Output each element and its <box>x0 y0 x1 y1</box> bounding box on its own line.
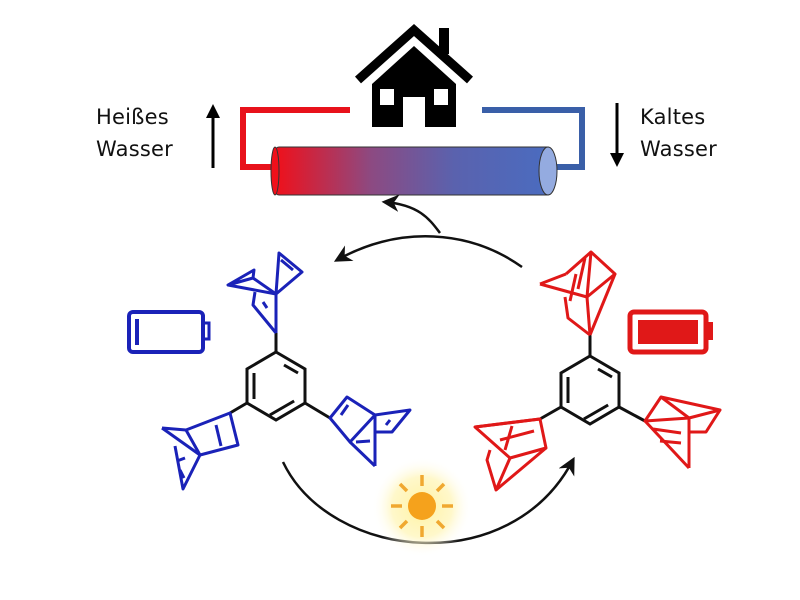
norbornadiene-left <box>161 411 240 491</box>
quadricyclane-left <box>473 417 548 492</box>
cold-pipe <box>482 107 585 170</box>
house-icon <box>355 23 473 127</box>
norbornadiene-right <box>328 395 412 468</box>
heat-to-tank-arrow <box>381 194 441 234</box>
sun-icon <box>372 457 472 557</box>
cold-water-label-line1: Kaltes <box>640 105 706 129</box>
hot-water-up-arrow <box>206 104 220 168</box>
battery-empty-icon <box>127 310 211 354</box>
quadricyclane-right <box>643 395 722 470</box>
quadricyclane-top <box>539 250 617 337</box>
heat-release-arrow <box>333 235 523 269</box>
hot-water-label-line2: Wasser <box>96 137 173 161</box>
heat-storage-cylinder <box>270 146 558 196</box>
norbornadiene-top <box>226 251 304 334</box>
cold-water-label-line2: Wasser <box>640 137 717 161</box>
hot-pipe <box>240 107 350 170</box>
benzene-core-right <box>539 335 646 426</box>
hot-water-label-line1: Heißes <box>96 105 169 129</box>
cold-water-label: Kaltes Wasser <box>640 101 717 165</box>
cold-water-down-arrow <box>610 103 624 167</box>
battery-full-icon <box>627 309 713 355</box>
benzene-core-left <box>229 333 331 422</box>
hot-water-label: Heißes Wasser <box>96 101 173 165</box>
